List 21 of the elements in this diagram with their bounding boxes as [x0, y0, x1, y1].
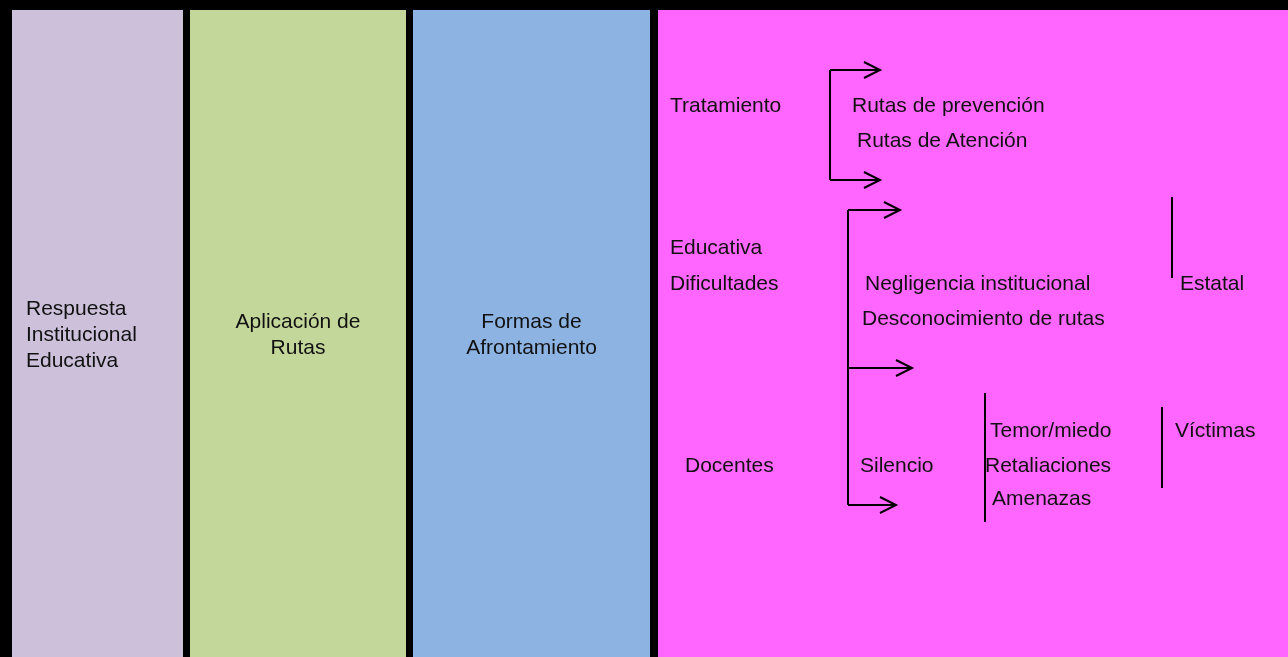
- text-label: Dificultades: [670, 271, 779, 295]
- text-label: Amenazas: [992, 486, 1092, 510]
- text-label: Silencio: [860, 453, 934, 477]
- text-label: Docentes: [685, 453, 774, 477]
- column-band: [190, 10, 406, 657]
- text-label: Estatal: [1180, 271, 1245, 295]
- column-band: [658, 10, 1288, 657]
- text-label: Rutas de prevención: [852, 93, 1045, 117]
- text-label: Víctimas: [1175, 418, 1256, 442]
- text-label: Retaliaciones: [985, 453, 1112, 477]
- text-label: Tratamiento: [670, 93, 782, 117]
- column-heading: Respuesta Institucional Educativa: [26, 294, 138, 373]
- text-label: Rutas de Atención: [857, 128, 1028, 152]
- text-label: Negligencia institucional: [865, 271, 1091, 295]
- text-label: Educativa: [670, 235, 763, 259]
- column-heading: Formas de Afrontamiento: [465, 307, 598, 360]
- column-band: [12, 10, 183, 657]
- text-label: Temor/miedo: [990, 418, 1112, 442]
- column-heading: Aplicación de Rutas: [234, 307, 362, 360]
- column-band: [413, 10, 650, 657]
- text-label: Desconocimiento de rutas: [862, 306, 1105, 330]
